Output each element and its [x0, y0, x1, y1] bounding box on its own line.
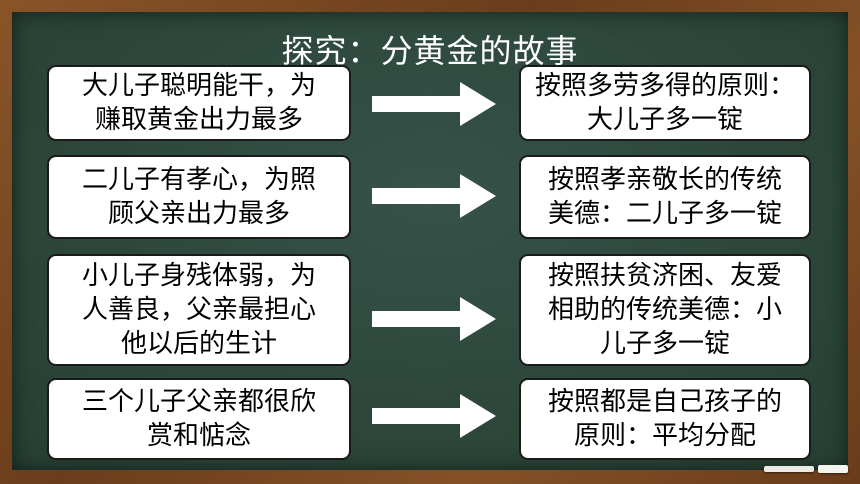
- cause-box-3: 小儿子身残体弱，为 人善良，父亲最担心 他以后的生计: [47, 254, 351, 366]
- result-box-2: 按照孝亲敬长的传统 美德：二儿子多一锭: [519, 155, 811, 239]
- arrow-icon: [372, 174, 496, 218]
- result-box-4: 按照都是自己孩子的 原则：平均分配: [519, 378, 811, 460]
- page-title: 探究：分黄金的故事: [281, 32, 579, 70]
- arrow-icon: [372, 82, 496, 126]
- cause-box-2: 二儿子有孝心，为照 顾父亲出力最多: [47, 155, 351, 239]
- cause-box-4: 三个儿子父亲都很欣 赏和惦念: [47, 378, 351, 460]
- arrow-icon: [372, 297, 496, 341]
- arrow-icon: [372, 394, 496, 438]
- cause-box-1: 大儿子聪明能干，为 赚取黄金出力最多: [47, 65, 351, 141]
- result-box-1: 按照多劳多得的原则： 大儿子多一锭: [519, 65, 811, 141]
- eraser: [818, 465, 848, 473]
- result-box-3: 按照扶贫济困、友爱 相助的传统美德：小 儿子多一锭: [519, 254, 811, 366]
- chalk-stick: [764, 466, 814, 472]
